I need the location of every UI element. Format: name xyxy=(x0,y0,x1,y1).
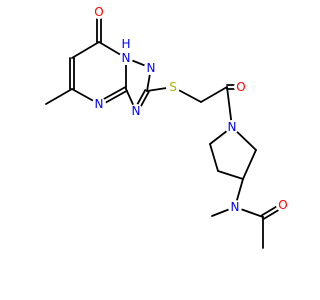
atom-label-o3: O xyxy=(278,198,287,212)
atom-bg-n2 xyxy=(144,61,158,75)
atom-label-n1: N xyxy=(122,51,131,65)
atom-label-n5: N xyxy=(228,120,237,134)
atom-label-n2: N xyxy=(147,61,156,75)
atom-label-n1h: H xyxy=(121,37,130,51)
bond-c7-c6 xyxy=(71,41,100,59)
atom-bg-o3 xyxy=(276,198,290,212)
atom-label-s1: S xyxy=(169,80,177,94)
bond-c5-me5 xyxy=(45,88,73,105)
atom-label-n4: N xyxy=(95,97,104,111)
atom-label-n3: N xyxy=(132,104,141,118)
atom-label-o1: O xyxy=(94,5,103,19)
atom-bg-n5 xyxy=(225,120,239,134)
atom-bg-s1 xyxy=(166,80,180,94)
bond-pb-c3p xyxy=(217,170,244,180)
atom-bg-n3 xyxy=(129,104,143,118)
atom-label-n6: N xyxy=(231,200,240,214)
bond-pa-pb xyxy=(209,143,219,172)
background xyxy=(0,0,300,300)
bond-c3p-pd xyxy=(242,149,257,180)
atom-bg-n4 xyxy=(92,97,106,111)
bond-ch2-cco xyxy=(200,86,228,103)
atom-bg-n1 xyxy=(119,51,133,65)
atom-bg-o2 xyxy=(234,80,248,94)
atom-bg-n1h xyxy=(119,37,133,51)
atom-bg-n6 xyxy=(228,200,242,214)
atom-label-o2: O xyxy=(236,80,245,94)
atom-bg-o1 xyxy=(92,5,106,19)
